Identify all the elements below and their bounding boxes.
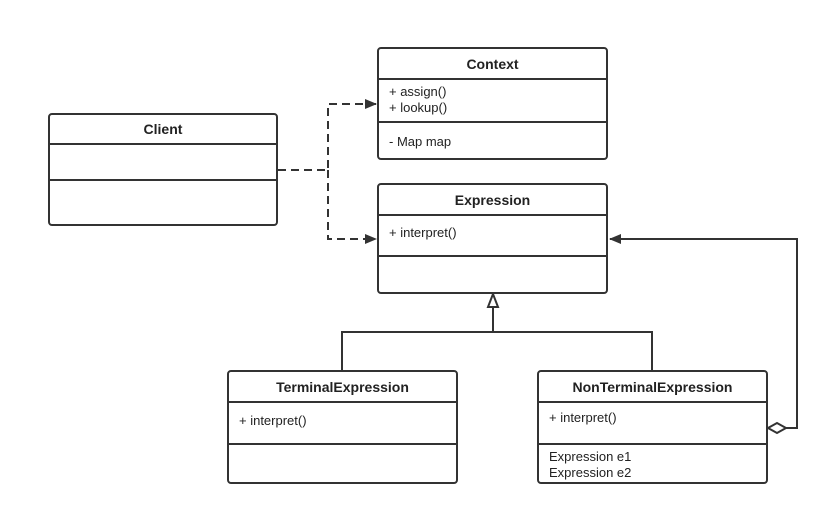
terminal-method-interpret: + interpret() — [239, 413, 307, 428]
class-expression-name: Expression — [379, 185, 606, 216]
aggregation-diamond — [765, 421, 789, 435]
class-client[interactable]: Client — [48, 113, 278, 226]
class-context-fields: - Map map — [379, 123, 606, 154]
aggregation-line — [609, 234, 798, 429]
client-to-expression-dependency — [327, 170, 377, 244]
class-client-methods — [50, 145, 276, 181]
context-field-map: - Map map — [389, 134, 452, 149]
nonterminal-field-e1: Expression e1 — [549, 449, 632, 464]
class-client-name: Client — [50, 115, 276, 145]
class-nonterminal-expression-methods: + interpret() — [539, 403, 766, 445]
class-context-name: Context — [379, 49, 606, 80]
nonterminal-method-interpret: + interpret() — [549, 410, 617, 425]
class-terminal-expression-fields — [229, 445, 456, 453]
client-to-context-dependency — [278, 99, 377, 171]
context-method-lookup: + lookup() — [389, 100, 448, 115]
generalization-lines — [341, 307, 653, 371]
class-nonterminal-expression-fields: Expression e1 Expression e2 — [539, 445, 766, 485]
class-nonterminal-expression-name: NonTerminalExpression — [539, 372, 766, 403]
context-method-assign: + assign() — [389, 84, 447, 99]
class-terminal-expression[interactable]: TerminalExpression + interpret() — [227, 370, 458, 484]
nonterminal-field-e2: Expression e2 — [549, 465, 632, 480]
expression-method-interpret: + interpret() — [389, 225, 457, 240]
class-nonterminal-expression[interactable]: NonTerminalExpression + interpret() Expr… — [537, 370, 768, 484]
class-context-methods: + assign() + lookup() — [379, 80, 606, 123]
class-terminal-expression-name: TerminalExpression — [229, 372, 456, 403]
generalization-arrowhead — [486, 291, 500, 308]
class-expression-fields — [379, 257, 606, 265]
class-context[interactable]: Context + assign() + lookup() - Map map — [377, 47, 608, 160]
class-expression[interactable]: Expression + interpret() — [377, 183, 608, 294]
class-expression-methods: + interpret() — [379, 216, 606, 257]
class-client-fields — [50, 181, 276, 189]
class-terminal-expression-methods: + interpret() — [229, 403, 456, 445]
